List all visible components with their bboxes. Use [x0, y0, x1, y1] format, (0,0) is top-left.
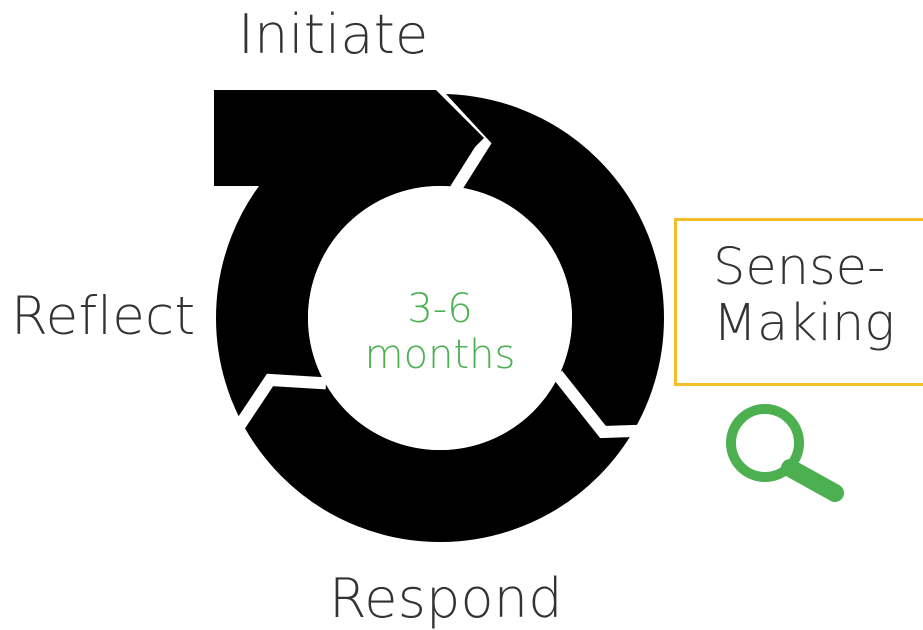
ring-gap-bottom-left — [233, 373, 327, 431]
stage-reflect-label: Reflect — [11, 286, 196, 347]
initiate-arrow-tail — [214, 90, 484, 186]
stage-initiate-label: Initiate — [238, 3, 429, 66]
sense-making-highlight: Sense- Making — [674, 218, 923, 386]
ring-gap-right — [552, 370, 671, 439]
duration-unit: months — [364, 332, 516, 378]
stage-respond-label: Respond — [329, 567, 563, 630]
cycle-center — [308, 186, 572, 450]
cycle-duration: 3-6 months — [340, 286, 540, 378]
stage-sense-making-label: Sense- Making — [713, 238, 895, 354]
magnifying-glass-icon — [726, 404, 844, 502]
duration-range: 3-6 — [407, 286, 473, 332]
